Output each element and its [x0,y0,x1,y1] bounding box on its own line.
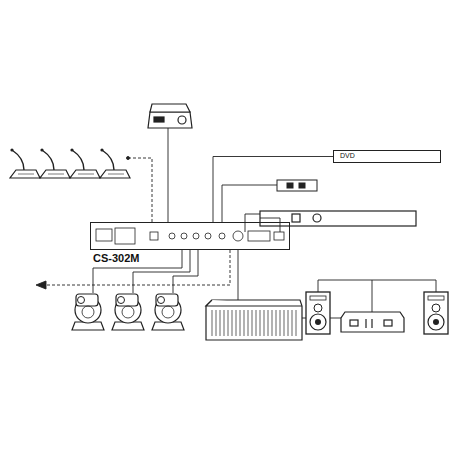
microphones [10,148,130,178]
unit-label: CS-302M [93,252,139,264]
device-label: DVD [340,152,446,160]
control-unit: CS-302M [90,222,290,250]
speakers [306,292,448,334]
mixer [206,300,302,340]
projector [148,104,192,222]
camera-cables [36,250,230,293]
signal-cable [213,157,333,223]
mixer-faders [212,310,296,336]
mic-cable [127,157,153,223]
ptz-cameras [72,294,184,330]
unit-panel [96,228,284,244]
speaker-cables [318,280,436,312]
dvd-player: DVD [333,150,441,163]
amplifier [341,312,404,332]
